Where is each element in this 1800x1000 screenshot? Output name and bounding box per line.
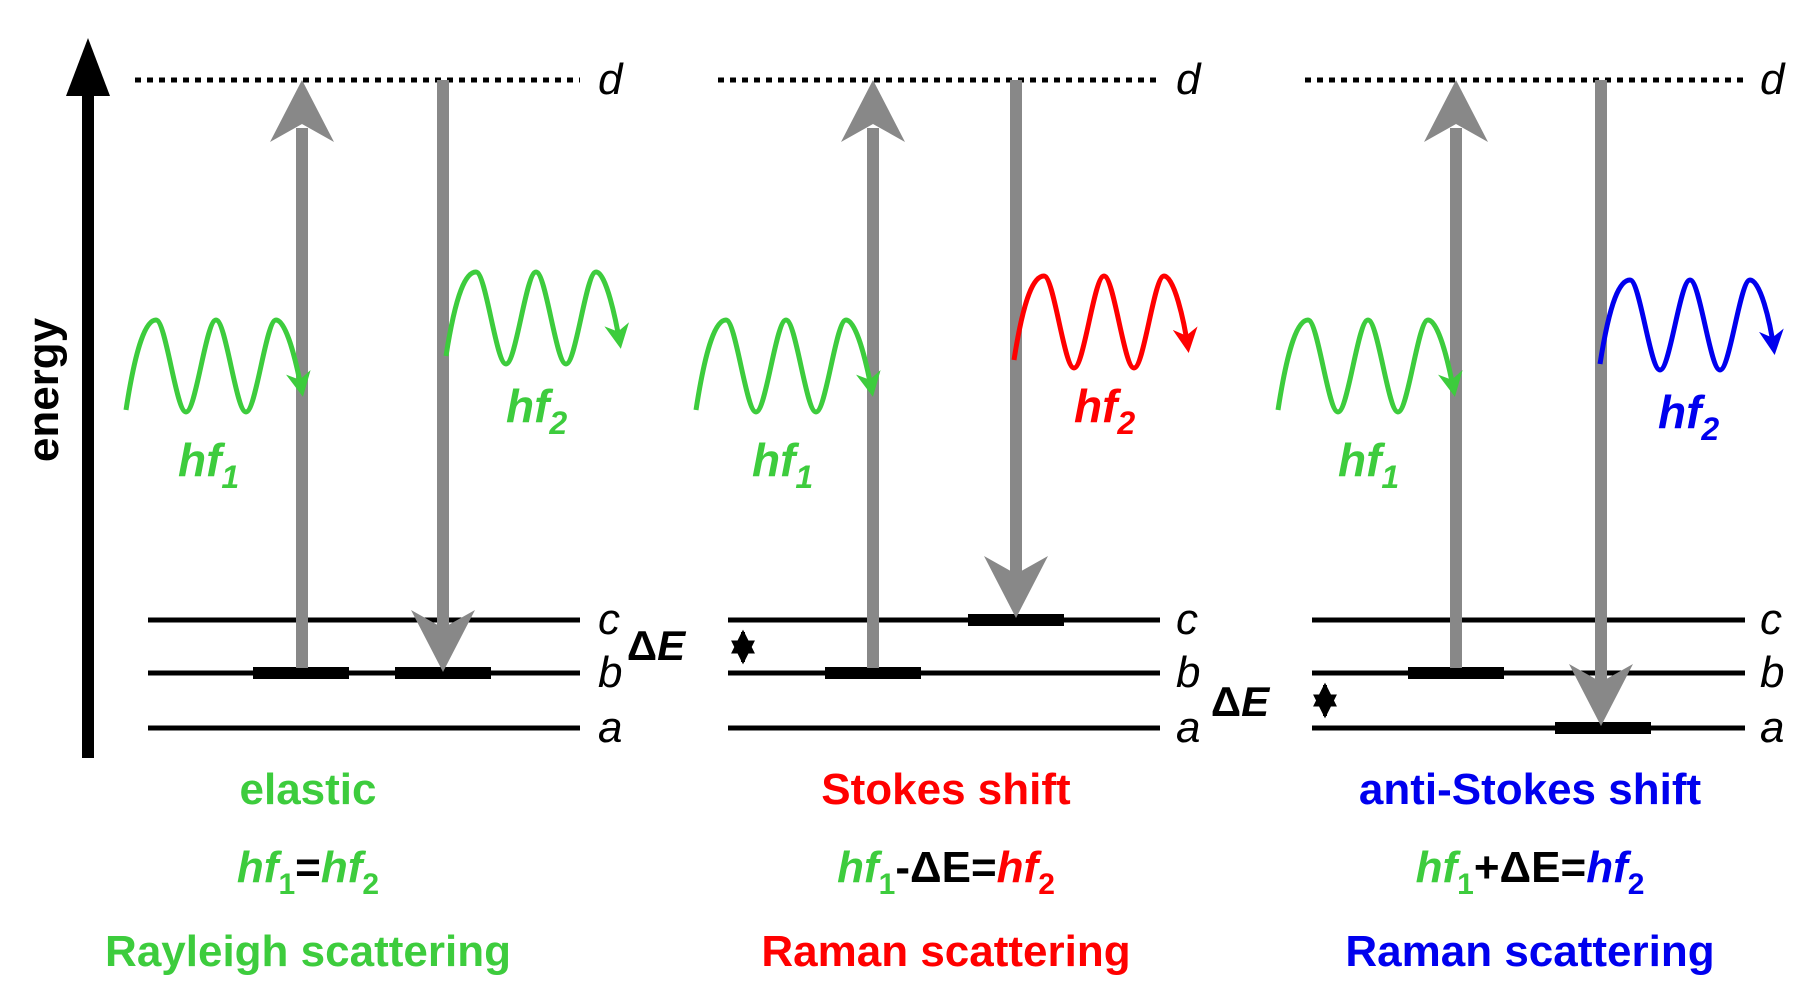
- process-title: Stokes shift: [821, 765, 1071, 814]
- emission-arrowhead: [411, 610, 475, 672]
- scattered-photon-label: hf2: [1074, 380, 1135, 441]
- incident-photon-label: hf1: [1338, 434, 1399, 495]
- level-c-label: c: [598, 595, 620, 644]
- excitation-arrowhead: [270, 80, 334, 142]
- level-b-label: b: [598, 648, 622, 697]
- level-d-label: d: [598, 55, 624, 104]
- process-title: elastic: [240, 765, 377, 814]
- energy-axis-arrowhead: [66, 38, 110, 96]
- panel-stokes: d c b a ΔE hf1 hf2 Stokes shift hf1-ΔE=h…: [627, 55, 1202, 976]
- excitation-arrowhead: [1424, 80, 1488, 142]
- scattered-photon-wave: [443, 269, 630, 367]
- scattered-photon-wave: [1597, 277, 1784, 373]
- level-b-label: b: [1760, 648, 1784, 697]
- population-bar-c: [968, 614, 1064, 626]
- level-d-label: d: [1176, 55, 1202, 104]
- population-bar-b-final: [395, 667, 491, 679]
- process-title: anti-Stokes shift: [1359, 765, 1702, 814]
- scattering-type: Rayleigh scattering: [105, 927, 511, 976]
- energy-equation: hf1+ΔE=hf2: [1416, 843, 1645, 901]
- incident-photon-label: hf1: [752, 434, 813, 495]
- incident-photon-wave: [1275, 317, 1463, 415]
- scattered-photon-wave: [1011, 273, 1198, 371]
- level-d-label: d: [1760, 55, 1786, 104]
- population-bar-b: [1408, 667, 1504, 679]
- level-c-label: c: [1760, 595, 1782, 644]
- level-a-label: a: [1760, 703, 1784, 752]
- energy-equation: hf1=hf2: [237, 843, 379, 901]
- level-b-label: b: [1176, 648, 1200, 697]
- incident-photon-wave: [123, 317, 311, 415]
- level-a-label: a: [1176, 703, 1200, 752]
- scattered-photon-label: hf2: [506, 380, 567, 441]
- scattering-type: Raman scattering: [761, 927, 1130, 976]
- excitation-arrowhead: [841, 80, 905, 142]
- energy-axis-label: energy: [19, 317, 68, 462]
- incident-photon-label: hf1: [178, 434, 239, 495]
- population-bar-b: [253, 667, 349, 679]
- energy-axis: energy: [19, 38, 110, 758]
- incident-photon-wave: [693, 317, 881, 415]
- delta-e-label: ΔE: [1211, 678, 1271, 725]
- energy-equation: hf1-ΔE=hf2: [837, 843, 1055, 901]
- panel-rayleigh: d c b a hf1 hf2 elastic hf1=hf2 Rayleigh…: [105, 55, 630, 976]
- delta-e-label: ΔE: [627, 622, 687, 669]
- population-bar-a: [1555, 722, 1651, 734]
- level-a-label: a: [598, 703, 622, 752]
- emission-arrowhead: [1569, 664, 1633, 726]
- scattered-photon-label: hf2: [1658, 386, 1719, 447]
- scattering-type: Raman scattering: [1345, 927, 1714, 976]
- panel-antistokes: d c b a ΔE hf1 hf2 anti-Stokes shift hf1…: [1211, 55, 1786, 976]
- population-bar-b: [825, 667, 921, 679]
- emission-arrowhead: [984, 556, 1048, 618]
- level-c-label: c: [1176, 595, 1198, 644]
